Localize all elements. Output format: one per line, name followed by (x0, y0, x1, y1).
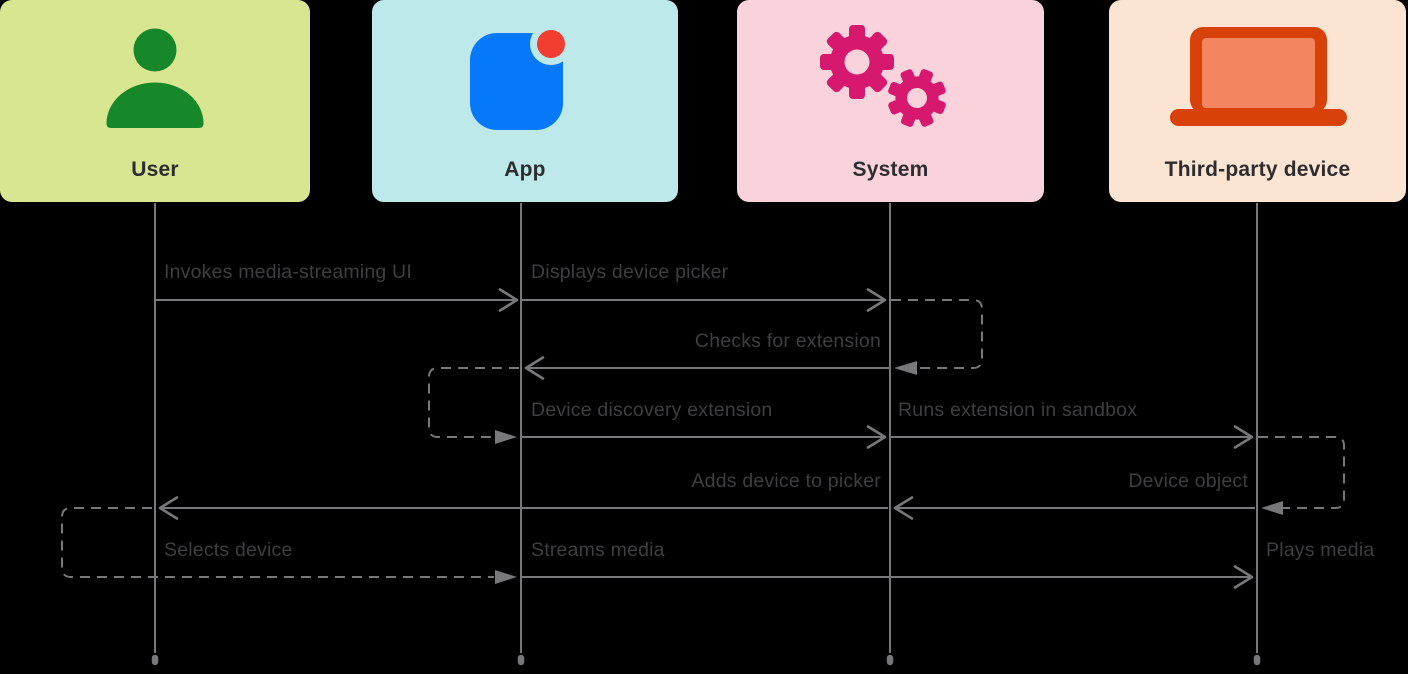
label-runs-extension-in-sandbox: Runs extension in sandbox (898, 399, 1138, 421)
actor-box-user: User (0, 0, 310, 202)
label-streams-media: Streams media (531, 539, 665, 561)
label-device-discovery-extension: Device discovery extension (531, 399, 773, 421)
actor-box-system: System (737, 0, 1044, 202)
app-icon (470, 23, 572, 130)
laptop-icon (1170, 27, 1347, 126)
label-invokes-media-streaming-ui: Invokes media-streaming UI (164, 261, 412, 283)
arrow-streams-media (522, 565, 1254, 589)
label-plays-media: Plays media (1266, 539, 1375, 561)
arrow-displays-device-picker (522, 288, 887, 312)
actor-title-user: User (131, 158, 179, 181)
label-adds-device-to-picker: Adds device to picker (691, 470, 881, 492)
self-loop-app (428, 367, 519, 444)
arrow-selects-device (61, 507, 517, 584)
self-loop-system (891, 299, 983, 375)
actor-box-app: App (372, 0, 678, 202)
arrow-device-discovery-extension (522, 425, 887, 449)
person-icon (106, 28, 204, 128)
label-device-object: Device object (1128, 470, 1248, 492)
arrow-adds-device-to-picker (158, 496, 888, 520)
arrow-checks-for-extension (524, 356, 889, 380)
actor-title-third-party-device: Third-party device (1164, 158, 1351, 181)
actor-title-app: App (504, 158, 546, 181)
gears-icon (820, 25, 946, 127)
label-checks-for-extension: Checks for extension (694, 330, 881, 352)
label-selects-device: Selects device (164, 539, 293, 561)
arrow-runs-extension-in-sandbox (891, 425, 1254, 449)
arrow-device-object (893, 496, 1255, 520)
actor-title-system: System (852, 158, 929, 181)
label-displays-device-picker: Displays device picker (531, 261, 729, 283)
self-loop-third-party-device (1258, 436, 1345, 515)
arrow-invokes-media-streaming-ui (156, 288, 519, 312)
actor-box-third-party-device: Third-party device (1109, 0, 1406, 202)
